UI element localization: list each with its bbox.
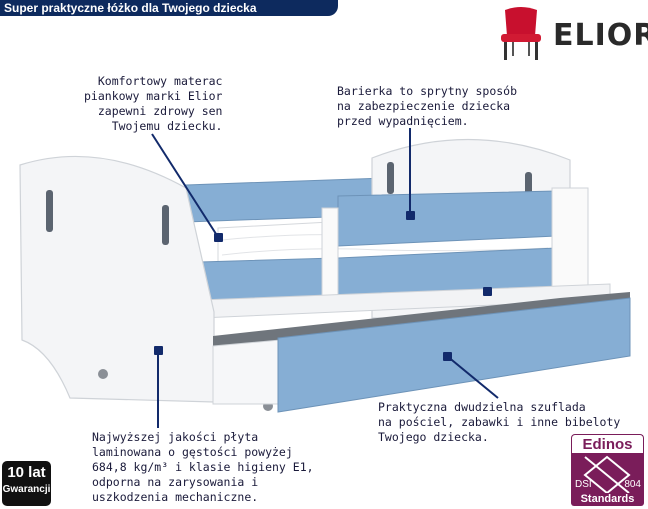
certification-badge: Edinos DSI 804 Standards — [571, 434, 644, 506]
cert-emblem-icon — [583, 455, 631, 493]
cert-number: 804 — [624, 479, 641, 490]
cert-dsi: DSI — [575, 479, 592, 490]
warranty-years: 10 lat — [7, 464, 46, 481]
brand-name: ELIOR — [553, 18, 648, 53]
header-title: Super praktyczne łóżko dla Twojego dziec… — [0, 0, 338, 16]
annotation-drawer: Praktyczna dwudzielna szuflada na poście… — [378, 400, 621, 444]
warranty-label: Gwarancji — [2, 484, 51, 495]
annotation-barrier: Barierka to sprytny sposób na zabezpiecz… — [337, 84, 518, 128]
annotation-mattress: Komfortowy materac piankowy marki Elior … — [84, 74, 223, 133]
annotation-board: Najwyższej jakości płyta laminowana o gę… — [92, 430, 314, 504]
warranty-badge: 10 lat Gwarancji — [2, 461, 51, 506]
chair-icon — [501, 7, 541, 60]
cert-name: Edinos — [571, 434, 644, 453]
cert-standards: Standards — [580, 493, 635, 505]
brand-logo: ELIOR — [495, 6, 648, 62]
cert-body: DSI 804 Standards — [571, 453, 644, 506]
